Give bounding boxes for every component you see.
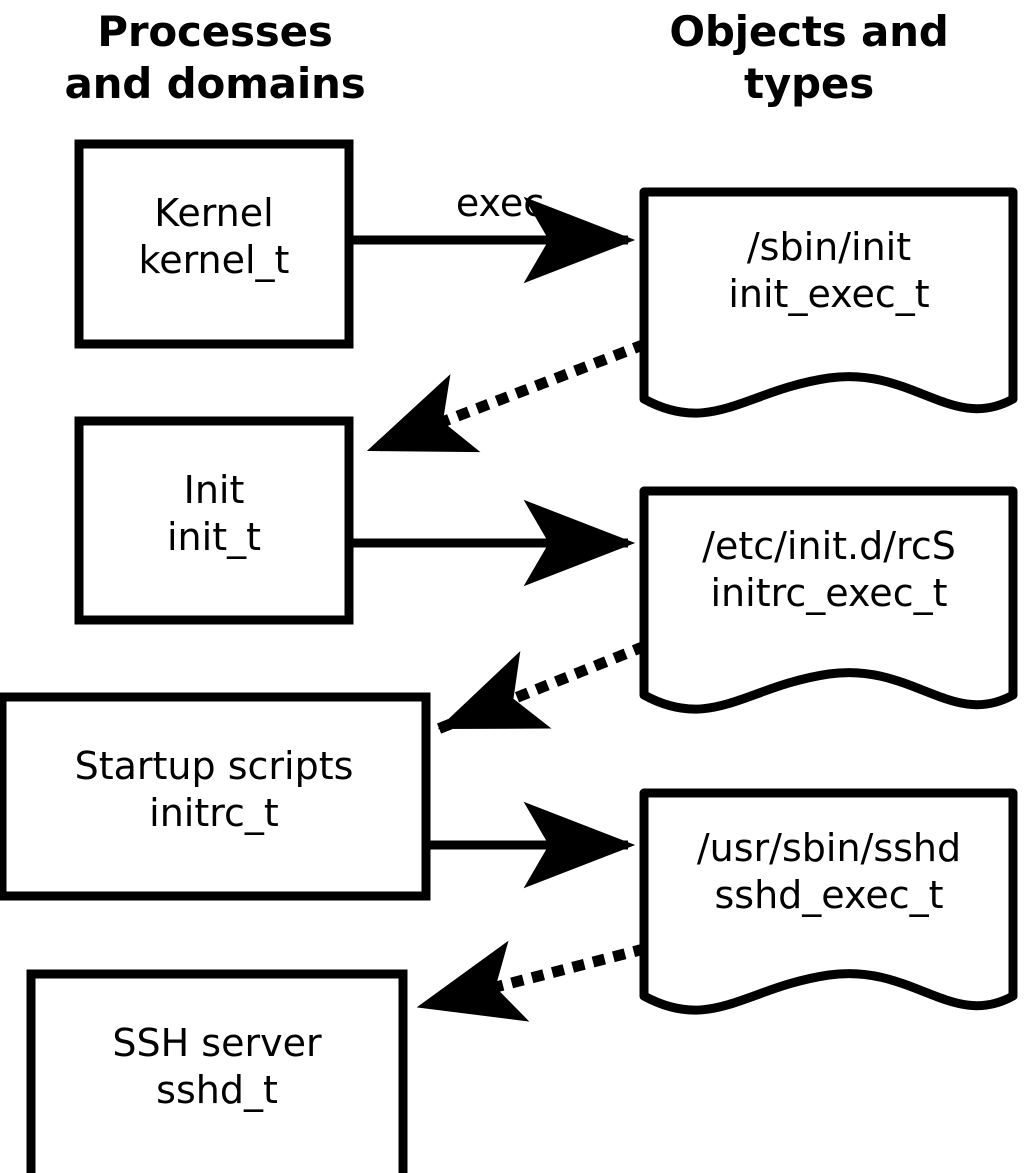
column-header-objects: Objects and types: [669, 7, 949, 108]
process-box-initrc[interactable]: [0, 692, 431, 901]
edge-sshdexec-to-sshd: [415, 940, 647, 1022]
process-box-init[interactable]: [74, 416, 354, 625]
object-doc-init-exec[interactable]: [639, 187, 1018, 418]
process-box-sshd[interactable]: [26, 969, 408, 1173]
object-doc-initrc-exec[interactable]: [639, 486, 1018, 714]
object-doc-sshd-exec[interactable]: [639, 788, 1018, 1015]
edge-initrcexec-to-initrc: [435, 640, 648, 735]
edge-initexec-to-init: [364, 338, 648, 457]
column-header-processes: Processes and domains: [64, 7, 366, 108]
process-box-kernel[interactable]: [74, 139, 354, 349]
edge-label-exec: exec: [455, 181, 545, 225]
